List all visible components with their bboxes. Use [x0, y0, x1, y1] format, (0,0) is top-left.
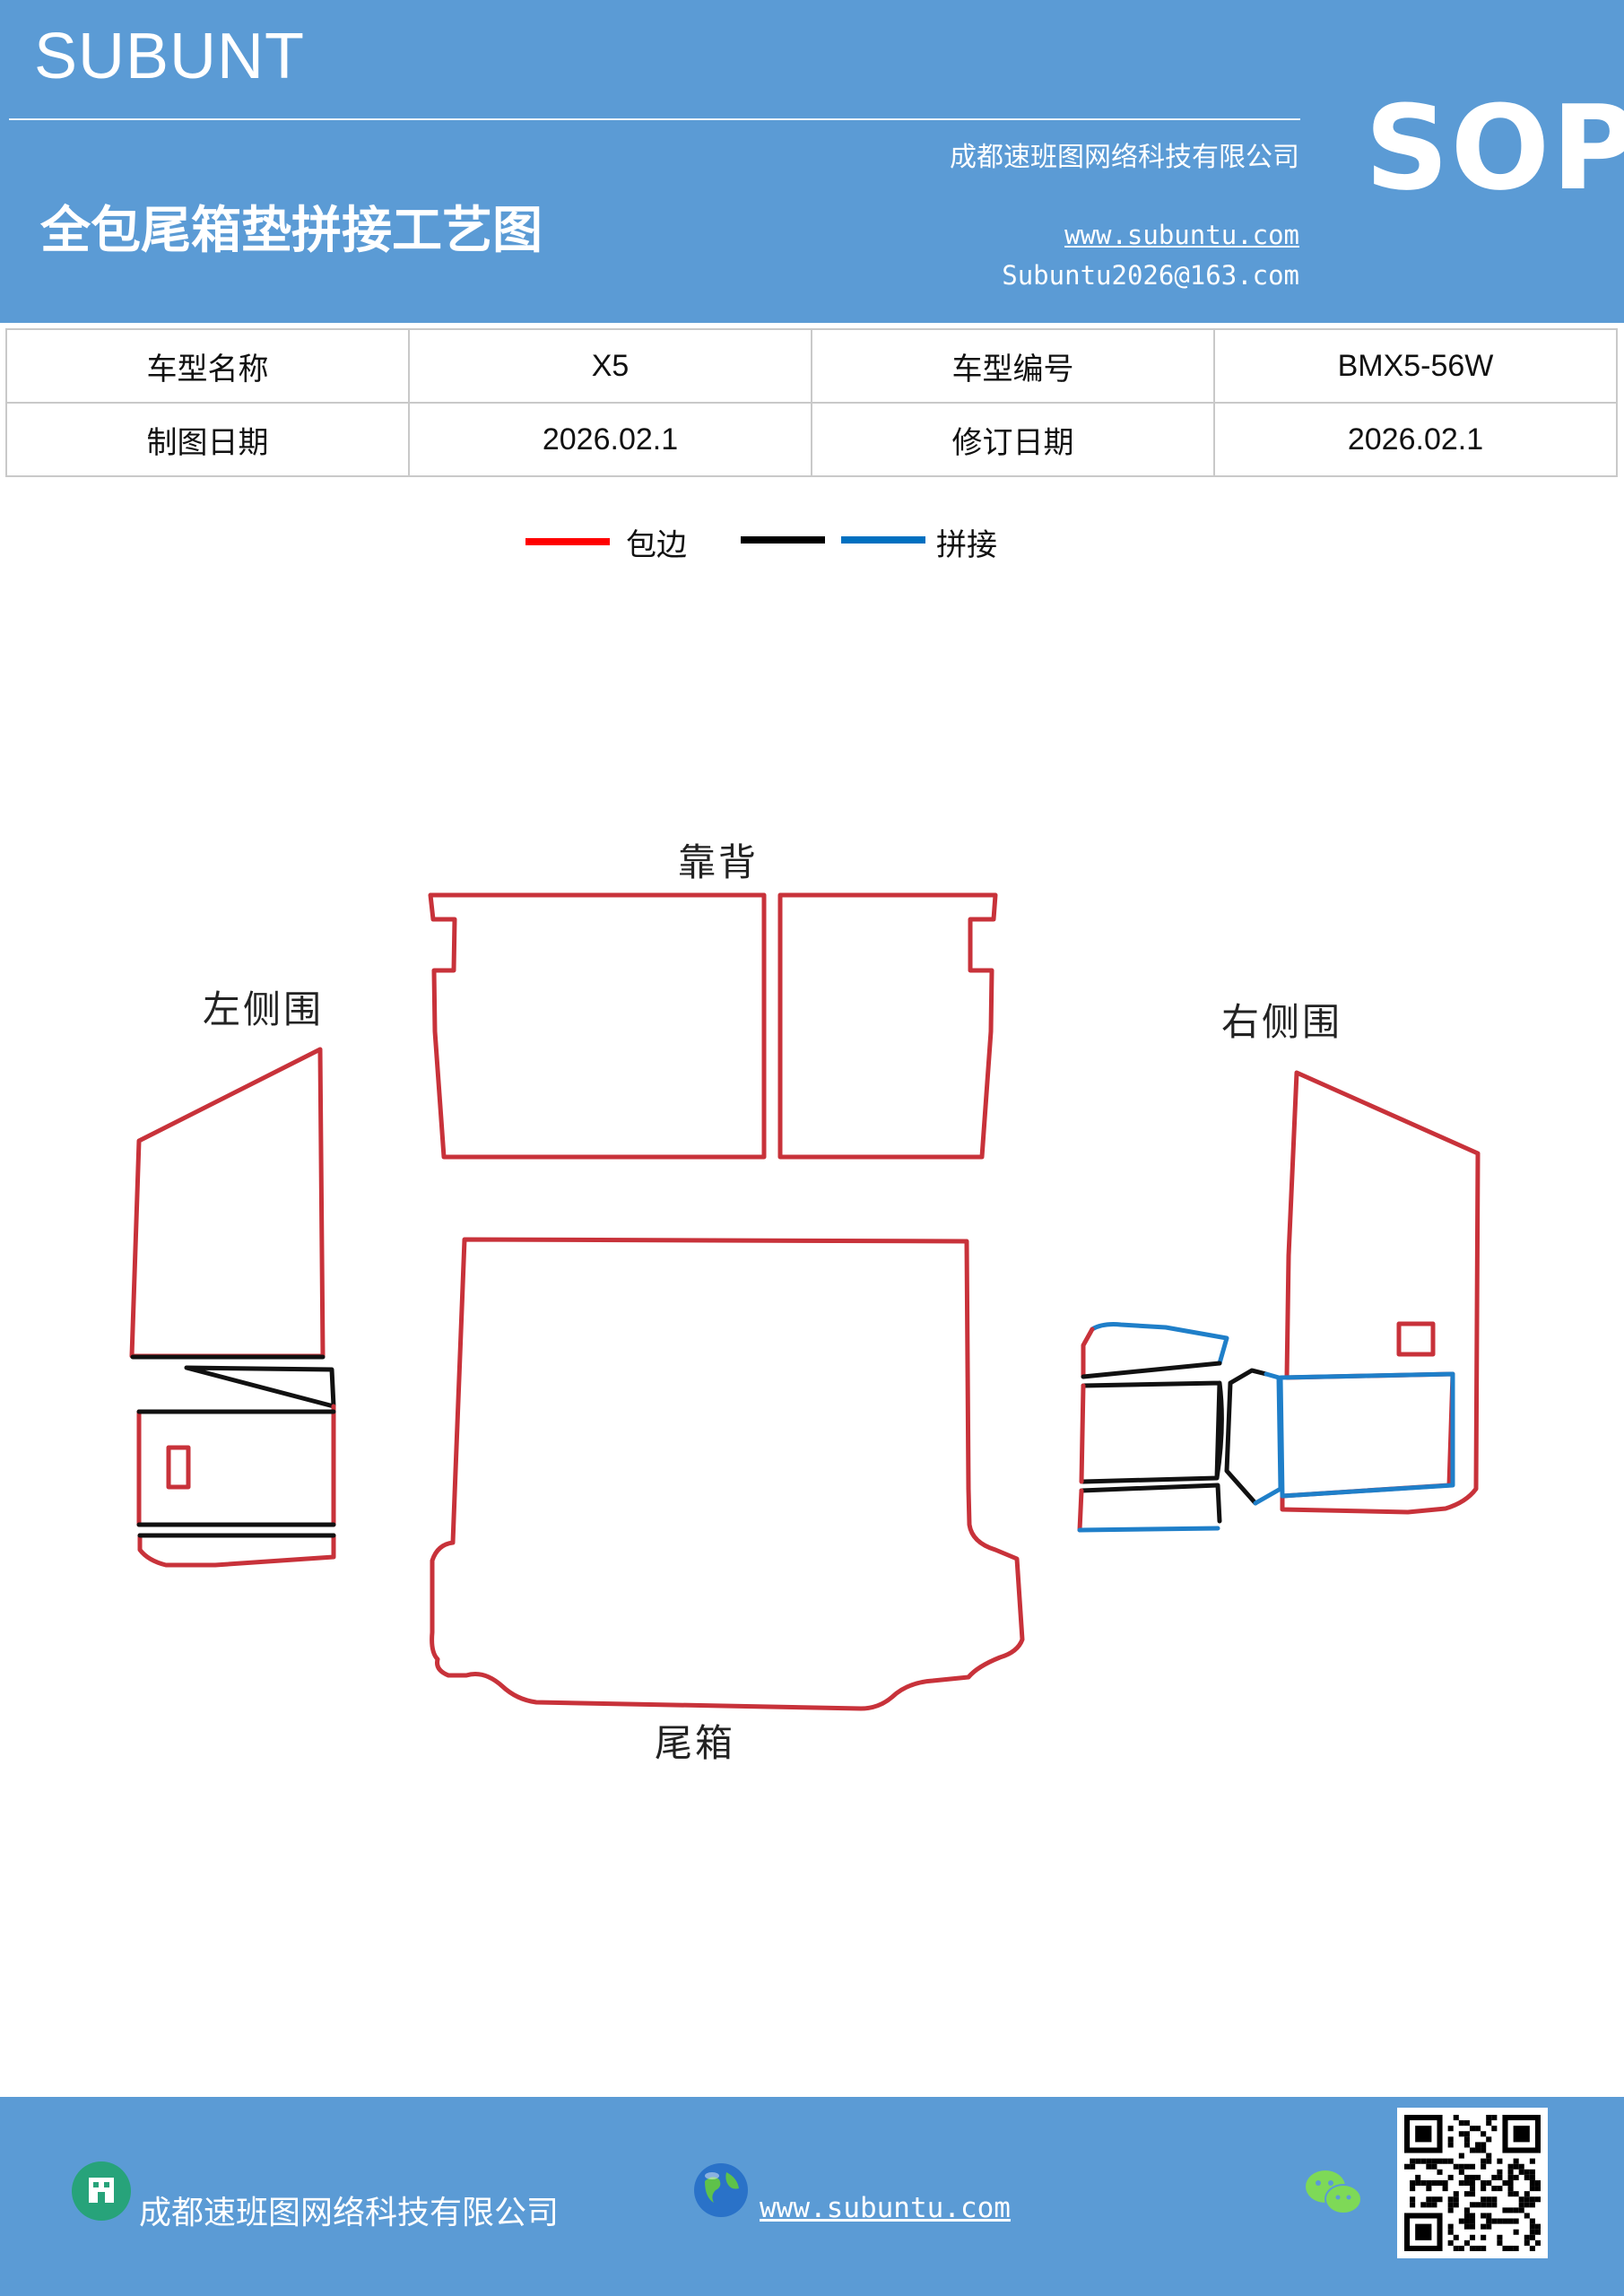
draw-date-label: 制图日期 [5, 402, 410, 477]
right-side-top-edge [1081, 1326, 1095, 1379]
right-side-bottom-splice [1077, 1526, 1220, 1533]
right-side-block-black [1081, 1380, 1224, 1484]
table-row: 车型名称 X5 车型编号 BMX5-56W [5, 328, 1618, 404]
header-website-link[interactable]: www.subuntu.com [1064, 220, 1299, 250]
left-side-mid-panel-red [136, 1404, 336, 1527]
revise-date-value: 2026.02.1 [1213, 402, 1618, 477]
right-side-block-edge [1079, 1383, 1086, 1484]
right-side-hex-splice [1253, 1371, 1283, 1506]
backrest-left-panel [428, 892, 767, 1160]
right-side-bottom-edge [1077, 1488, 1084, 1533]
qr-code-image [1397, 2108, 1548, 2258]
legend-splice-label: 拼接 [936, 527, 997, 563]
right-side-top-splice [1090, 1322, 1229, 1366]
draw-date-value: 2026.02.1 [408, 402, 812, 477]
revise-date-label: 修订日期 [811, 402, 1215, 477]
table-row: 制图日期 2026.02.1 修订日期 2026.02.1 [5, 402, 1618, 477]
sop-badge: SOP [1365, 80, 1624, 216]
left-side-lower-strip [137, 1533, 336, 1568]
right-side-center-splice [1278, 1371, 1455, 1499]
footer-bar: 成都速班图网络科技有限公司 www.subuntu.com [0, 2097, 1624, 2296]
header-divider [9, 118, 1300, 120]
right-side-cutout [1396, 1321, 1436, 1357]
right-side-main-panel [1280, 1070, 1481, 1515]
model-name-value: X5 [408, 328, 812, 404]
brand-name: SUBUNT [34, 21, 306, 92]
header-banner: SUBUNT 成都速班图网络科技有限公司 全包尾箱垫拼接工艺图 www.subu… [0, 0, 1624, 323]
building-icon [72, 2161, 131, 2221]
legend-black-swatch [741, 536, 825, 544]
model-code-label: 车型编号 [811, 328, 1215, 404]
legend: 包边 拼接 [0, 520, 1624, 574]
backrest-right-panel [777, 892, 998, 1160]
header-company: 成都速班图网络科技有限公司 [950, 142, 1299, 173]
globe-icon [692, 2161, 750, 2219]
wechat-icon [1302, 2165, 1365, 2219]
left-side-wedge-splice [130, 1354, 336, 1409]
legend-splice-swatch [841, 536, 925, 544]
legend-edge-label: 包边 [626, 527, 687, 563]
footer-company: 成都速班图网络科技有限公司 [139, 2195, 560, 2231]
header-email: Subuntu2026@163.com [1002, 260, 1299, 291]
legend-edge-swatch [525, 538, 610, 545]
backrest-label: 靠背 [678, 840, 760, 884]
document-title: 全包尾箱垫拼接工艺图 [40, 202, 543, 260]
left-side-cutout [166, 1445, 191, 1490]
trunk-floor-panel [430, 1237, 1025, 1711]
trunk-label: 尾箱 [655, 1721, 736, 1765]
right-side-bottom-black [1079, 1483, 1222, 1524]
right-side-hex-black [1224, 1368, 1269, 1506]
footer-website-link[interactable]: www.subuntu.com [760, 2192, 1011, 2224]
model-code-value: BMX5-56W [1213, 328, 1618, 404]
right-side-top-black [1081, 1361, 1222, 1379]
left-side-mid-splice [136, 1409, 336, 1527]
info-table: 车型名称 X5 车型编号 BMX5-56W 制图日期 2026.02.1 修订日… [5, 328, 1618, 477]
model-name-label: 车型名称 [5, 328, 410, 404]
right-side-label: 右侧围 [1221, 1000, 1343, 1044]
left-side-label: 左侧围 [203, 987, 325, 1031]
left-side-upper-panel [129, 1047, 326, 1359]
